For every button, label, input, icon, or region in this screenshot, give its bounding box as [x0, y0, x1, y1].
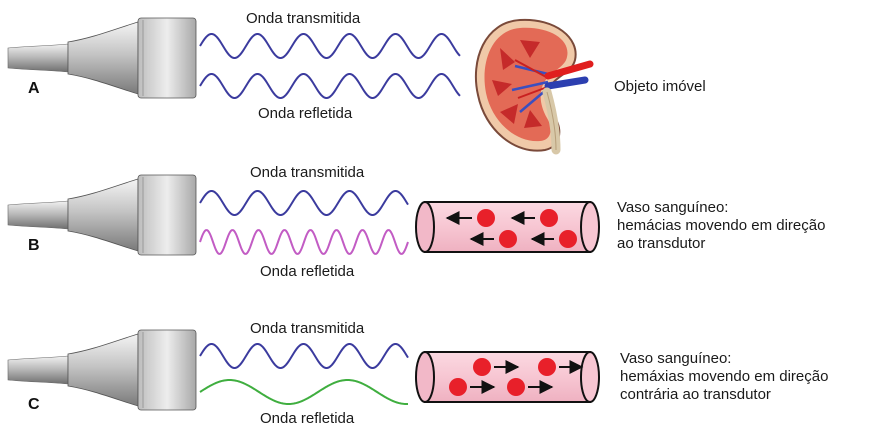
object-description-a: Objeto imóvel [614, 78, 706, 96]
reflected-wave-b [200, 230, 408, 254]
reflected-wave-label-c: Onda refletida [260, 410, 354, 427]
object-description-b: Vaso sanguíneo: hemácias movendo em dire… [617, 199, 825, 253]
object-description-line: hemáxias movendo em direção [620, 368, 828, 386]
transmitted-wave-c [200, 344, 408, 368]
object-description-line: Vaso sanguíneo: [620, 350, 828, 368]
reflected-wave-label-a: Onda refletida [258, 105, 352, 122]
object-description-line: contrária ao transdutor [620, 386, 828, 404]
transmitted-wave-label-a: Onda transmitida [246, 10, 360, 27]
kidney-illustration [476, 20, 590, 151]
transmitted-wave-label-b: Onda transmitida [250, 164, 364, 181]
object-description-c: Vaso sanguíneo: hemáxias movendo em dire… [620, 350, 828, 404]
reflected-wave-label-b: Onda refletida [260, 263, 354, 280]
blood-vessel-c [416, 352, 599, 402]
transmitted-wave-b [200, 191, 408, 215]
object-description-line: Vaso sanguíneo: [617, 199, 825, 217]
reflected-wave-c [200, 380, 408, 404]
object-description-line: ao transdutor [617, 235, 825, 253]
transmitted-wave-label-c: Onda transmitida [250, 320, 364, 337]
row-letter-b: B [28, 237, 40, 255]
reflected-wave-a [200, 74, 460, 98]
object-description-line: Objeto imóvel [614, 78, 706, 96]
object-description-line: hemácias movendo em direção [617, 217, 825, 235]
transmitted-wave-a [200, 34, 460, 58]
row-letter-c: C [28, 396, 40, 414]
row-letter-a: A [28, 80, 40, 98]
